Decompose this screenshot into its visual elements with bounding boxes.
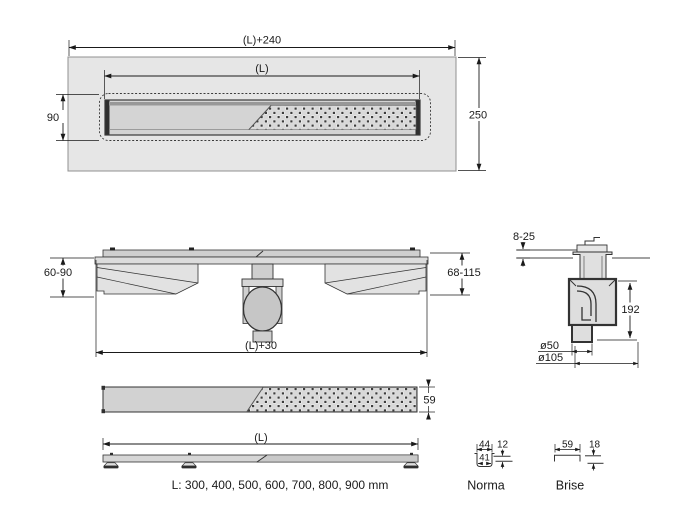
siphon-neck: [251, 263, 274, 280]
dim-label-total-length: (L)+240: [243, 35, 281, 47]
dim-body-diameter: ø105: [536, 342, 639, 368]
support-foot: [103, 462, 119, 469]
dim-label-norma-outer: 44: [479, 440, 491, 451]
left-mounting-bracket: [96, 263, 199, 295]
right-mounting-bracket: [324, 263, 427, 295]
outlet-pipe: [571, 324, 593, 343]
dim-label-elevation-length: (L)+30: [245, 340, 277, 352]
grate-clip: [189, 247, 194, 251]
siphon-outlet: [252, 330, 273, 343]
grate-hook-symbol: [584, 237, 600, 245]
siphon-flange: [241, 278, 284, 287]
dim-height-right: 68-115: [430, 252, 485, 296]
siphon-front: [241, 263, 284, 343]
dim-trap-height: 192: [597, 280, 642, 341]
funnel-neck: [572, 251, 613, 280]
dim-label-channel-width: 90: [47, 112, 59, 124]
norma-label: Norma: [467, 479, 505, 493]
grate-perforated-area: [246, 387, 417, 412]
dim-label-height-left: 60-90: [44, 267, 72, 279]
section-view: 8-25 192: [513, 231, 650, 368]
grate-clip: [410, 247, 415, 251]
channel-top-edge: [109, 102, 416, 106]
support-foot: [181, 462, 197, 469]
siphon-body: [242, 286, 283, 332]
brise-channel-profile: [554, 454, 581, 462]
dim-height-left: 60-90: [40, 257, 94, 298]
grate-top-view: 59: [101, 379, 438, 420]
support-foot: [403, 462, 419, 469]
dim-label-grate-strip-length: (L): [254, 432, 267, 444]
grate-edge-section: [576, 244, 608, 253]
grate-side-view: (L) L: 300, 400, 500, 600, 700, 800, 900…: [102, 432, 419, 492]
dim-total-length: (L)+240: [68, 35, 456, 56]
top-view: (L)+240 (L) 90: [42, 35, 493, 172]
norma-channel-profile: [474, 453, 495, 467]
dim-grate-width: 59: [419, 379, 438, 420]
siphon-section: [567, 237, 618, 343]
channel-left-end-cap: [105, 100, 110, 135]
brise-label: Brise: [556, 479, 585, 493]
drain-channel: [99, 93, 431, 141]
dim-label-body-diameter: ø105: [538, 352, 563, 364]
dim-label-grate-width: 59: [423, 395, 435, 407]
water-trap-wall: [576, 285, 597, 322]
dim-label-brise-width: 59: [562, 440, 574, 451]
dim-label-norma-height: 12: [497, 440, 509, 451]
grate-bar: [102, 249, 421, 258]
available-lengths-note: L: 300, 400, 500, 600, 700, 800, 900 mm: [172, 478, 389, 492]
grate-clip: [110, 247, 115, 251]
dim-elevation-length: (L)+30: [95, 260, 428, 357]
dim-tile-range: 8-25: [513, 231, 535, 267]
dim-grate-strip-length: (L): [102, 432, 419, 450]
brise-profile: 59 18 Brise: [554, 440, 604, 493]
dim-channel-width: 90: [42, 94, 99, 141]
grate-perforated-area: [248, 105, 417, 130]
channel-right-end-cap: [415, 100, 420, 135]
dim-label-outlet-diameter: ø50: [540, 340, 559, 352]
dim-plate-width: 250: [458, 57, 493, 171]
dim-grate-length: (L): [104, 63, 420, 99]
dim-label-plate-width: 250: [469, 110, 487, 122]
channel-cutout-dashed-outline: [99, 93, 431, 141]
channel-rim: [94, 256, 429, 265]
front-elevation-view: 60-90 68-115 (L)+30: [40, 247, 485, 357]
dim-label-trap-height: 192: [621, 304, 639, 316]
dim-label-tile-range: 8-25: [513, 231, 535, 243]
dim-label-norma-inner: 41: [479, 453, 490, 464]
dim-label-grate-length: (L): [255, 63, 268, 75]
dim-label-brise-height: 18: [589, 440, 601, 451]
trap-body: [567, 277, 618, 327]
norma-profile: 44 41 12 Norma: [467, 440, 513, 493]
dim-label-height-right: 68-115: [447, 267, 480, 279]
